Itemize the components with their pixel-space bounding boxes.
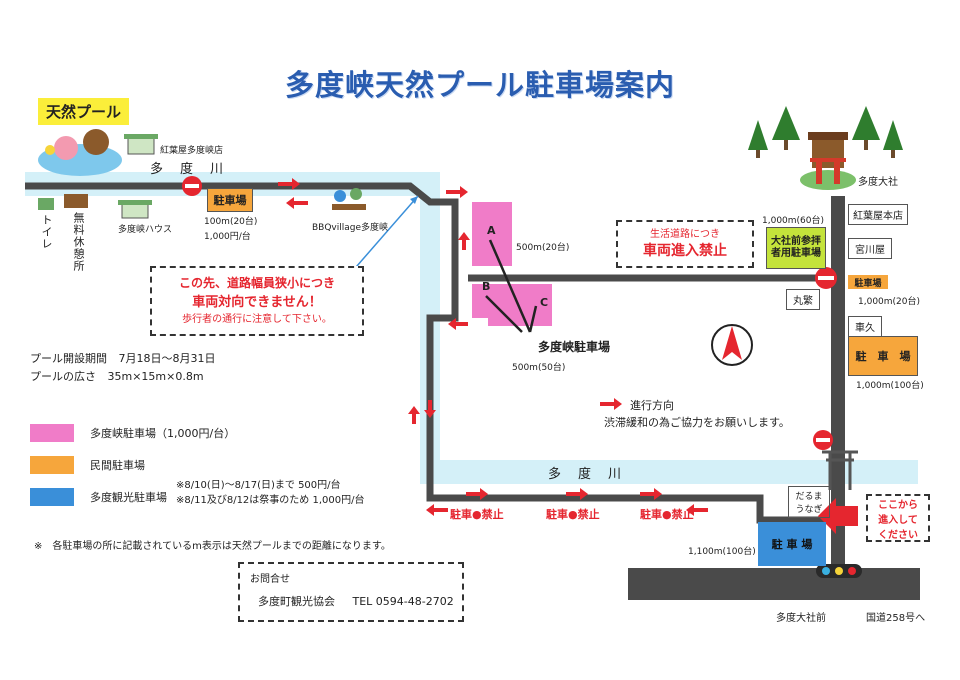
size-label: プールの広さ bbox=[30, 370, 96, 383]
contact-heading: お問合せ bbox=[250, 574, 290, 585]
legend-label: 多度峡駐車場（1,000円/台） bbox=[90, 427, 236, 440]
no-entry-icon bbox=[815, 267, 837, 289]
size-info: プールの広さ 35m×15m×0.8m bbox=[30, 368, 204, 384]
pool-label: 天然プール bbox=[38, 98, 130, 125]
daruma-label: だるま うなぎ bbox=[788, 486, 830, 518]
no-entry-icon bbox=[182, 176, 202, 196]
route258-label: 国道258号へ bbox=[866, 613, 926, 624]
direction-arrow-icon bbox=[278, 178, 708, 516]
compass-icon bbox=[711, 324, 753, 366]
enter-line1: ここから bbox=[878, 500, 918, 511]
contact-box: お問合せ 多度町観光協会 TEL 0594-48-2702 bbox=[238, 562, 464, 622]
private-lot-dist: 100m(20台) bbox=[204, 217, 258, 227]
bbq-label: BBQvillage多度峡 bbox=[312, 223, 389, 233]
lot-a-dist: 500m(20台) bbox=[516, 243, 570, 253]
house-label: 多度峡ハウス bbox=[118, 225, 173, 235]
miyagawa-lot: 駐車場 bbox=[848, 275, 888, 289]
direction-note: 渋滞緩和の為ご協力をお願いします。 bbox=[604, 416, 790, 429]
main-road bbox=[25, 182, 835, 524]
enter-arrow-icon bbox=[818, 498, 858, 534]
lot-c-label: C bbox=[540, 296, 549, 309]
shakyu-lot-dist: 1,000m(100台) bbox=[856, 381, 924, 391]
taisha-label: 多度大社 bbox=[858, 177, 898, 188]
enter-line3: ください bbox=[878, 530, 918, 541]
shop-label: 紅葉屋多度峡店 bbox=[160, 146, 224, 156]
traffic-light-icon bbox=[816, 564, 862, 578]
page-title: 多度峡天然プール駐車場案内 bbox=[284, 68, 675, 102]
lot-b-label: B bbox=[482, 280, 491, 293]
taisha-lot: 大社前参拝者用駐車場 bbox=[766, 227, 826, 269]
no-entry-notice: 生活道路につき 車両進入禁止 bbox=[616, 220, 754, 268]
tourist-price-2: ※8/11及び8/12は祭事のため 1,000円/台 bbox=[176, 495, 365, 506]
shakyu-lot: 駐 車 場 bbox=[848, 336, 918, 376]
lot-b bbox=[472, 284, 500, 318]
no-parking-3: 駐車●禁止 bbox=[640, 508, 694, 521]
koyoya-honten-label: 紅葉屋本店 bbox=[848, 204, 908, 225]
toilet-icon bbox=[38, 198, 54, 210]
period-value: 7月18日～8月31日 bbox=[118, 352, 216, 365]
contact-org: 多度町観光協会 bbox=[258, 595, 335, 608]
legend-swatch-orange bbox=[30, 456, 74, 474]
period-info: プール開設期間 7月18日～8月31日 bbox=[30, 350, 216, 366]
taisha-lot-dist: 1,000m(60台) bbox=[762, 216, 825, 226]
lot-c-dist: 500m(50台) bbox=[512, 363, 566, 373]
miyagawaya-label: 宮川屋 bbox=[848, 238, 892, 259]
no-parking-2: 駐車●禁止 bbox=[546, 508, 600, 521]
direction-label: 進行方向 bbox=[630, 399, 674, 412]
private-lot-small: 駐車場 bbox=[207, 188, 253, 212]
legend-label: 多度観光駐車場 bbox=[90, 491, 167, 504]
tourist-lot: 駐 車 場 bbox=[758, 522, 826, 566]
lot-a bbox=[472, 202, 512, 266]
no-parking-1: 駐車●禁止 bbox=[450, 508, 504, 521]
bbq-icon bbox=[332, 188, 366, 210]
river-label-bottom: 多 度 川 bbox=[548, 467, 624, 482]
national-road bbox=[628, 568, 920, 600]
contact-tel: TEL 0594-48-2702 bbox=[352, 595, 454, 608]
rest-area-label: 無料休憩所 bbox=[72, 212, 85, 272]
shrine-icon bbox=[800, 132, 856, 190]
legend-label: 民間駐車場 bbox=[90, 459, 145, 472]
no-entry-line2: 車両進入禁止 bbox=[643, 243, 727, 259]
tourist-prices: ※8/10(日)～8/17(日)まで 500円/台 ※8/11及び8/12は祭事… bbox=[176, 478, 364, 508]
shakyu-label: 車久 bbox=[848, 316, 882, 337]
lot-a-label: A bbox=[487, 224, 496, 237]
tree-icon bbox=[748, 106, 903, 158]
size-value: 35m×15m×0.8m bbox=[107, 370, 204, 383]
pool-characters-icon bbox=[38, 129, 122, 176]
footnote: ※ 各駐車場の所に記載されているm表示は天然プールまでの距離になります。 bbox=[34, 541, 391, 552]
torii-icon bbox=[822, 450, 858, 490]
no-entry-icon bbox=[813, 430, 833, 450]
no-entry-line1: 生活道路につき bbox=[650, 229, 720, 240]
tourist-lot-dist: 1,100m(100台) bbox=[688, 547, 756, 557]
tadokyo-lot-label: 多度峡駐車場 bbox=[538, 340, 611, 354]
enter-here-notice: ここから 進入して ください bbox=[866, 494, 930, 542]
narrow-notice-line1: この先、道路幅員狭小につき bbox=[178, 276, 335, 290]
building-icon bbox=[64, 134, 158, 219]
narrow-road-notice: この先、道路幅員狭小につき 車両対向できません！ 歩行者の通行に注意して下さい。 bbox=[150, 266, 364, 336]
narrow-notice-line3: 歩行者の通行に注意して下さい。 bbox=[182, 314, 332, 325]
private-lot-price: 1,000円/台 bbox=[204, 232, 251, 242]
river-label-top: 多 度 川 bbox=[150, 162, 226, 177]
taisha-mae-label: 多度大社前 bbox=[776, 613, 826, 624]
legend: 多度峡駐車場（1,000円/台） 民間駐車場 多度観光駐車場 bbox=[30, 424, 235, 506]
toilet-label: トイレ bbox=[40, 214, 53, 250]
tourist-price-1: ※8/10(日)～8/17(日)まで 500円/台 bbox=[176, 480, 341, 491]
period-label: プール開設期間 bbox=[30, 352, 107, 365]
legend-swatch-pink bbox=[30, 424, 74, 442]
legend-swatch-blue bbox=[30, 488, 74, 506]
narrow-notice-line2: 車両対向できません！ bbox=[192, 295, 322, 310]
miyagawa-lot-dist: 1,000m(20台) bbox=[858, 297, 921, 307]
marushige-label: 丸繁 bbox=[786, 289, 820, 310]
enter-line2: 進入して bbox=[878, 515, 918, 526]
